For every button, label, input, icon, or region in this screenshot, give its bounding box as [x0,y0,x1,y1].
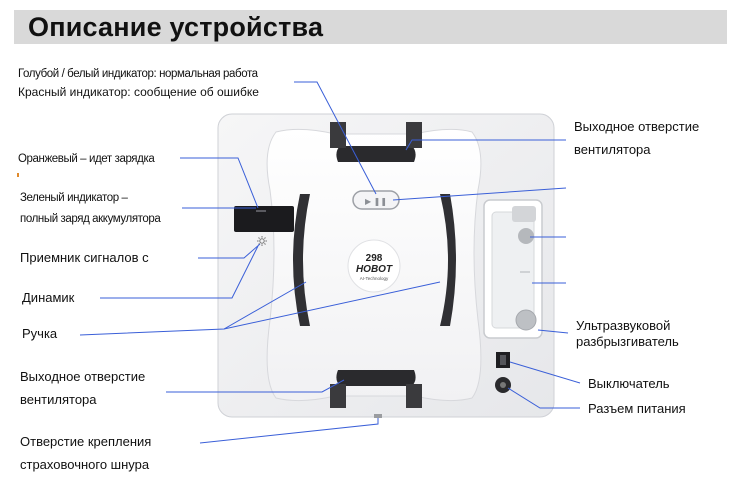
play-pause-symbol: ▶ ❚❚ [365,197,387,206]
label-speaker: Динамик [22,290,75,305]
label-fan-outlet-right-1: Выходное отверстие [574,119,700,134]
brand-number: 298 [366,253,383,264]
label-switch: Выключатель [588,376,670,391]
brand-name: HOBOT [356,264,393,275]
sun-icon [257,236,267,246]
fan-vent-bottom [336,370,416,386]
fan-vent-bottom-side-right [406,384,422,408]
label-charging-orange: Оранжевый – идет зарядка [18,153,155,165]
label-ultrasonic-1: Ультразвуковой [576,318,671,333]
leader-safety-rope [199,418,379,444]
label-indicator-red: Красный индикатор: сообщение об ошибке [18,85,259,99]
leader-fan-right [405,139,566,151]
page-title: Описание устройства [28,12,324,42]
indicator-panel [234,206,294,232]
leader-speaker [100,245,259,299]
water-tank-plug-bottom [515,309,537,331]
brand-logo [347,239,401,293]
label-fan-outlet-left-2: вентилятора [20,392,97,407]
label-green-line2: полный заряд аккумулятора [20,213,161,225]
leader-indicator [294,81,377,195]
brand-tagline: AI-Technology [360,276,389,281]
water-tank-cap [512,206,536,222]
power-switch-toggle [500,355,506,365]
label-receiver: Приемник сигналов с [20,250,149,265]
indicator-light [256,210,266,212]
safety-rope-hole [374,414,382,418]
label-indicator-blue: Голубой / белый индикатор: нормальная ра… [18,68,258,80]
label-power-jack: Разъем питания [588,401,686,416]
label-ultrasonic-2: разбрызгиватель [576,334,679,349]
handle-left [293,194,310,326]
water-tank-plug-top [518,228,534,244]
leader-receiver [198,243,261,259]
label-green-line1: Зеленый индикатор – [20,192,128,204]
orange-mark [17,173,19,177]
fan-vent-bottom-side-left [330,384,346,408]
leader-power [507,387,580,409]
leader-handle-right [223,281,441,330]
fan-vent-top [336,146,416,162]
label-safety-rope-2: страховочного шнура [20,457,150,472]
label-safety-rope-1: Отверстие крепления [20,434,152,449]
leader-button [392,187,567,201]
label-fan-outlet-left-1: Выходное отверстие [20,369,146,384]
leader-fan-left [166,379,345,393]
handle-right [440,194,456,326]
fan-vent-top-sides [330,122,346,148]
label-handle: Ручка [22,326,58,341]
title-bar [14,10,727,44]
leader-charging [180,157,259,209]
leader-switch [509,361,581,384]
fan-vent-top-side-right [406,122,422,148]
label-fan-outlet-right-2: вентилятора [574,142,651,157]
leader-ultrasonic [537,329,569,334]
power-jack-inner [500,382,506,388]
